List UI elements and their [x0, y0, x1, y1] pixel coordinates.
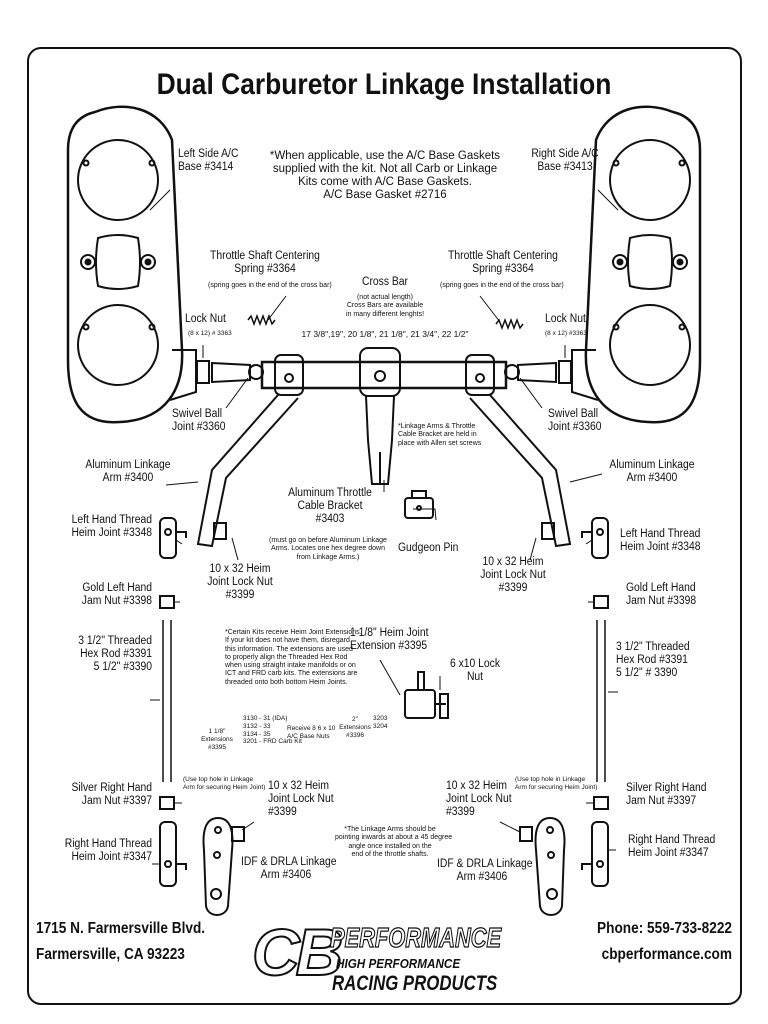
extensions-1-1-8-label: 1 1/8"Extensions#3395: [201, 728, 233, 751]
logo-high-performance: HIGH PERFORMANCE: [336, 956, 461, 971]
logo-performance: PERFORMANCE: [329, 921, 502, 953]
extension-note: *Certain Kits receive Heim Joint Extensi…: [225, 629, 362, 686]
logo-cb: CB: [251, 914, 344, 990]
extensions-2in-label: 2"Extensions#3396: [339, 716, 371, 739]
website: cbperformance.com: [601, 946, 732, 963]
lock-nut-right-label: Lock Nut: [545, 313, 586, 325]
logo-racing-products: RACING PRODUCTS: [332, 972, 498, 995]
spring-right-note: (spring goes in the end of the cross bar…: [440, 282, 564, 289]
spring-left-note: (spring goes in the end of the cross bar…: [208, 282, 332, 289]
rh-heim-right: [581, 821, 609, 887]
phone: Phone: 559-733-8222: [597, 920, 732, 937]
page-title: Dual Carburetor Linkage Installation: [156, 68, 612, 101]
rh-heim-left: [159, 821, 187, 887]
lock-nut-left-note: (8 x 12) # 3363: [188, 330, 232, 337]
arm-right: [469, 394, 572, 548]
address-line-1: 1715 N. Farmersville Blvd.: [36, 920, 206, 937]
ac-gasket-note: *When applicable, use the A/C Base Gaske…: [269, 150, 501, 201]
diagram-border: [27, 47, 742, 1005]
cross-bar-note: (not actual length)Cross Bars are availa…: [345, 294, 425, 318]
idf-arm-right: [534, 816, 566, 916]
cross-bar-lengths: 17 3/8",19", 20 1/8", 21 1/8", 21 3/4", …: [301, 329, 469, 339]
right-ac-base: [571, 105, 702, 424]
left-ac-base: [66, 105, 197, 424]
lock-nut-right-note: (8 x 12) #3363: [545, 330, 587, 337]
spring-left: [247, 313, 276, 327]
spring-right: [495, 317, 524, 331]
lock-nut-left-label: Lock Nut: [185, 313, 226, 325]
throttle-cable-bracket: [364, 395, 396, 485]
hex-rod-left: [162, 620, 172, 782]
hex-rod-right: [596, 620, 606, 782]
swivel-right: [517, 361, 557, 384]
idf-arm-left: [202, 816, 234, 916]
arm-left: [196, 394, 299, 548]
cross-bar-label: Cross Bar: [361, 276, 409, 288]
lh-heim-left: [159, 517, 187, 559]
lock-nut-right: [558, 360, 572, 384]
address-line-2: Farmersville, CA 93223: [36, 946, 185, 963]
lock-nut-left: [196, 360, 210, 384]
gudgeon-pin-label: Gudgeon Pin: [398, 542, 459, 554]
cross-bar: [260, 360, 508, 390]
lh-heim-right: [581, 517, 609, 559]
swivel-left: [211, 361, 251, 384]
gudgeon-pin: [404, 497, 434, 519]
heim-extension: [404, 671, 449, 719]
cb-performance-logo: CB PERFORMANCE HIGH PERFORMANCE RACING P…: [251, 912, 518, 998]
